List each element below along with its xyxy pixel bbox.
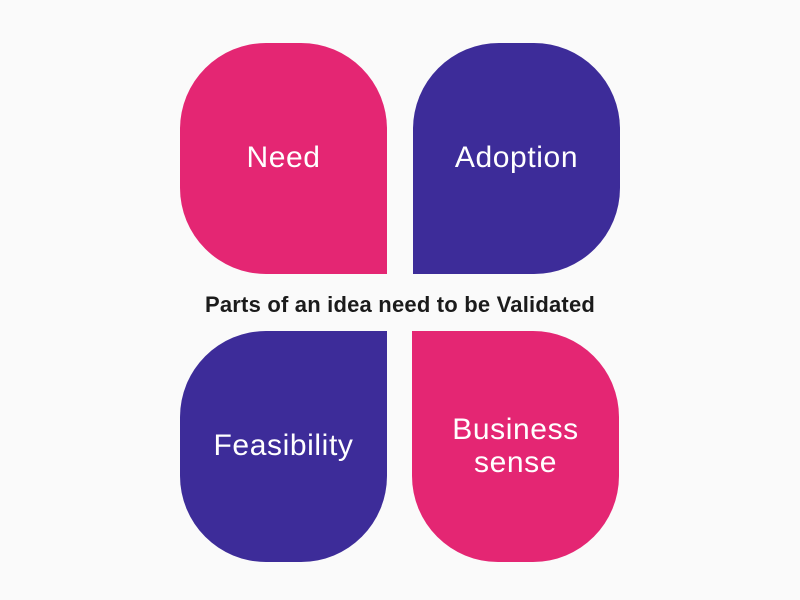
quadrant-business-sense: Business sense <box>412 331 619 562</box>
quadrant-need: Need <box>180 43 387 274</box>
quadrant-adoption-label: Adoption <box>454 141 579 175</box>
quadrant-feasibility: Feasibility <box>180 331 387 562</box>
diagram-title: Parts of an idea need to be Validated <box>204 292 596 317</box>
quadrant-business-sense-label: Business sense <box>452 413 579 479</box>
quadrant-feasibility-label: Feasibility <box>213 429 354 463</box>
quadrant-need-label: Need <box>246 141 321 175</box>
quadrant-adoption: Adoption <box>413 43 620 274</box>
